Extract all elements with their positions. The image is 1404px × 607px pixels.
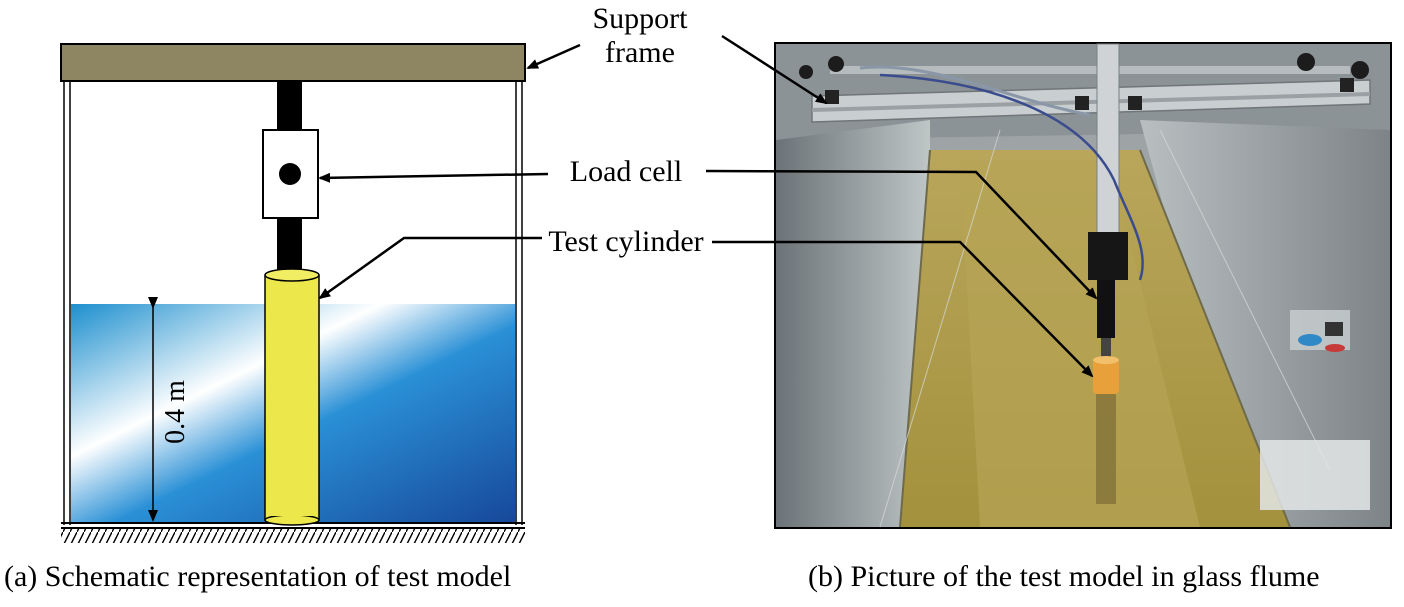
- load-cell-label: Load cell: [570, 155, 682, 188]
- annotation-test-cylinder: Test cylinder: [318, 225, 1094, 378]
- load-cell-leader-right: [705, 169, 1098, 300]
- caption-right: (b) Picture of the test model in glass f…: [808, 560, 1320, 593]
- annotation-load-cell: Load cell: [318, 155, 1098, 300]
- ground-hatch: [61, 529, 525, 543]
- depth-label: 0.4 m: [160, 380, 191, 444]
- test-cylinder-label: Test cylinder: [548, 225, 703, 258]
- test-cylinder-shape: [264, 268, 320, 526]
- annotation-support-frame: Support frame: [526, 2, 828, 105]
- caption-left: (a) Schematic representation of test mod…: [4, 560, 512, 593]
- test-cylinder-leader-left: [318, 236, 542, 300]
- photo-load-cell: [1088, 232, 1128, 280]
- photo-vertical-post: [1096, 43, 1120, 235]
- support-frame-plate: [60, 43, 526, 82]
- support-frame-label-line2: frame: [605, 36, 675, 69]
- schematic-panel: 0.4 m: [60, 43, 526, 543]
- load-cell-sensor-dot: [279, 163, 301, 185]
- support-frame-label-line1: Support: [592, 2, 688, 35]
- test-cylinder-leader-right: [712, 240, 1094, 378]
- photo-test-cylinder: [1093, 360, 1119, 394]
- support-frame-leader-right: [721, 34, 828, 105]
- support-frame-leader-left: [526, 43, 581, 70]
- load-cell-leader-left: [318, 172, 549, 183]
